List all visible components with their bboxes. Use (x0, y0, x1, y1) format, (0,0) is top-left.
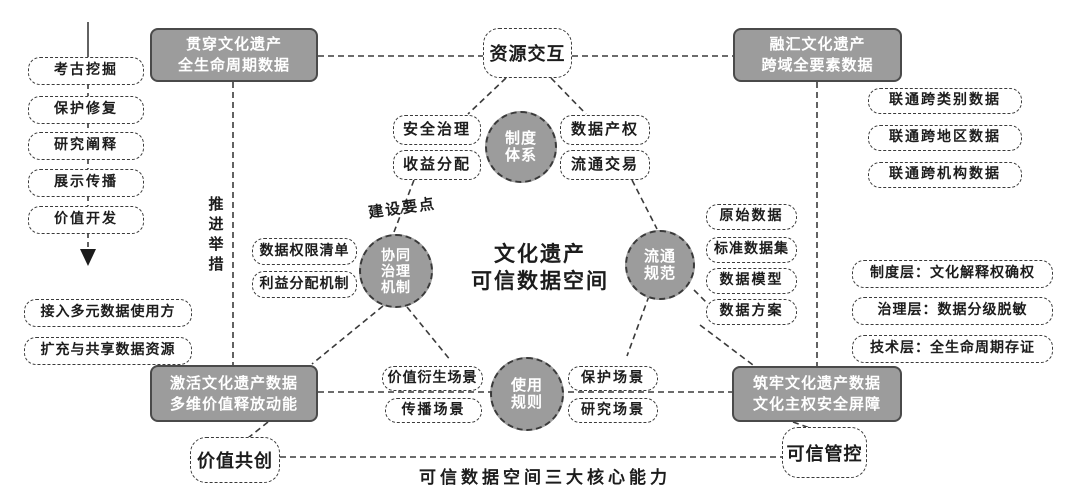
graybox-line: 跨域全要素数据 (761, 57, 874, 74)
diagram-title: 文化遗产 可信数据空间 (460, 241, 620, 295)
right-item-cross-institution: 联通跨机构数据 (868, 162, 1022, 188)
circle-institution-system: 制度 体系 (485, 111, 557, 183)
top-right-graybox: 融汇文化遗产 跨域全要素数据 (733, 28, 902, 82)
item-security-governance: 安全治理 (393, 115, 481, 145)
circle-line: 规范 (643, 265, 676, 282)
graybox-line: 贯穿文化遗产 (185, 36, 282, 53)
item-value-derivative-scene: 价值衍生场景 (382, 366, 483, 391)
item-data-property-rights: 数据产权 (560, 115, 650, 145)
caption-three-core-capabilities: 可信数据空间三大核心能力 (419, 467, 671, 487)
flow-item-exhibition: 展示传播 (28, 169, 144, 197)
arrow-down-icon (80, 249, 96, 266)
item-data-scheme: 数据方案 (706, 299, 797, 325)
item-raw-data: 原始数据 (706, 204, 797, 230)
right-item-governance-layer: 治理层：数据分级脱敏 (852, 297, 1053, 325)
circle-line: 规则 (510, 394, 543, 411)
graybox-line: 融汇文化遗产 (769, 36, 866, 53)
top-left-graybox: 贯穿文化遗产 全生命周期数据 (150, 28, 318, 82)
right-item-technology-layer: 技术层：全生命周期存证 (852, 335, 1053, 363)
flow-item-excavation: 考古挖掘 (28, 57, 144, 85)
item-revenue-distribution: 收益分配 (393, 150, 481, 180)
left-item-data-resources: 扩充与共享数据资源 (24, 337, 192, 365)
item-data-model: 数据模型 (706, 268, 797, 294)
item-communication-scene: 传播场景 (385, 398, 482, 423)
circle-line: 流通 (643, 248, 676, 265)
right-item-institution-layer: 制度层：文化解释权确权 (852, 260, 1053, 288)
circle-usage-rules: 使用 规则 (490, 357, 564, 431)
bottom-left-graybox: 激活文化遗产数据 多维价值释放动能 (150, 365, 318, 422)
left-item-data-users: 接入多元数据使用方 (24, 299, 192, 327)
flow-item-value-dev: 价值开发 (28, 206, 144, 234)
item-circulation-trading: 流通交易 (560, 150, 650, 180)
right-item-cross-region: 联通跨地区数据 (868, 125, 1022, 151)
circle-line: 协同 (381, 247, 411, 263)
node-value-cocreation: 价值共创 (190, 437, 280, 483)
annotation-promotion-measures: 推进举措 (206, 196, 223, 276)
circle-line: 体系 (504, 147, 537, 164)
title-line: 文化遗产 (494, 243, 586, 266)
flow-item-restoration: 保护修复 (28, 96, 144, 124)
title-line: 可信数据空间 (471, 270, 609, 293)
item-research-scene: 研究场景 (568, 398, 658, 423)
item-protection-scene: 保护场景 (568, 366, 658, 391)
circle-line: 使用 (510, 377, 543, 394)
node-resource-interaction: 资源交互 (483, 28, 572, 78)
right-item-cross-category: 联通跨类别数据 (868, 88, 1022, 114)
flow-item-research: 研究阐释 (28, 132, 144, 160)
circle-circulation-standard: 流通 规范 (625, 230, 695, 300)
graybox-line: 激活文化遗产数据 (169, 374, 298, 392)
bottom-right-graybox: 筑牢文化遗产数据 文化主权安全屏障 (732, 366, 902, 422)
circle-line: 制度 (504, 130, 537, 147)
circle-line: 治理 (381, 263, 411, 279)
circle-line: 机制 (381, 279, 411, 295)
item-standard-dataset: 标准数据集 (706, 237, 797, 263)
circle-collaborative-governance: 协同 治理 机制 (359, 234, 433, 308)
item-data-permission-list: 数据权限清单 (252, 238, 357, 265)
graybox-line: 文化主权安全屏障 (752, 396, 881, 413)
graybox-line: 多维价值释放动能 (169, 395, 298, 413)
graybox-line: 筑牢文化遗产数据 (752, 375, 881, 392)
node-trusted-control: 可信管控 (782, 427, 867, 478)
graybox-line: 全生命周期数据 (177, 57, 290, 74)
item-benefit-distribution: 利益分配机制 (252, 271, 357, 298)
